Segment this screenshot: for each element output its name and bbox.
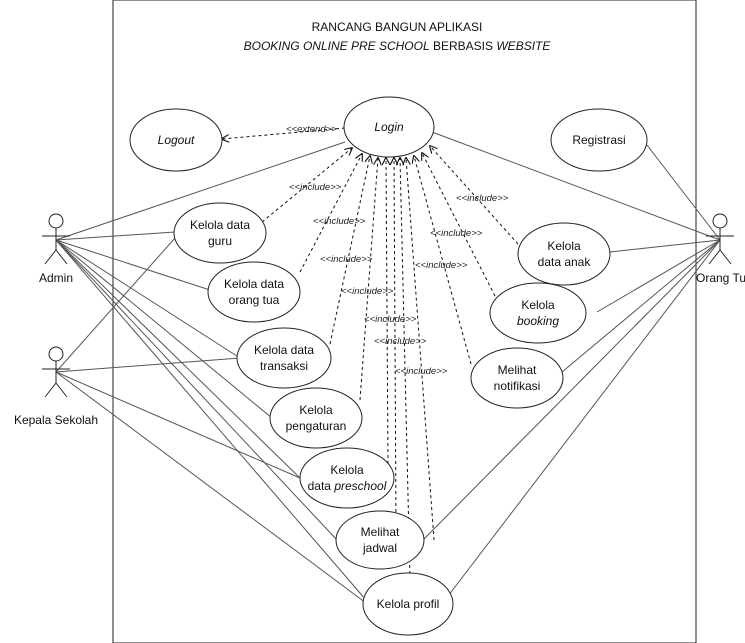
include-label: <<include>> [374, 336, 427, 347]
svg-text:Registrasi: Registrasi [572, 133, 625, 147]
svg-text:Kelola: Kelola [521, 298, 555, 312]
svg-text:Kelola data: Kelola data [254, 343, 314, 357]
include-label: <<include>> [395, 366, 448, 377]
include-label: <<include>> [289, 182, 342, 193]
actor-admin [42, 213, 70, 265]
stereotype-labels: <<extend>> <<include>> <<include>> <<inc… [286, 124, 509, 377]
use-case-kelola-booking: Kelola booking [489, 282, 587, 344]
use-case-kelola-data-transaksi: Kelola data transaksi [236, 327, 332, 389]
svg-text:guru: guru [208, 234, 232, 248]
diagram-title-line1: RANCANG BANGUN APLIKASI [312, 20, 483, 34]
svg-text:jadwal: jadwal [362, 541, 397, 555]
extend-label: <<extend>> [286, 124, 337, 135]
include-label: <<include>> [364, 314, 417, 325]
extend-arrow [222, 127, 346, 139]
svg-text:Kelola data: Kelola data [224, 277, 284, 291]
include-label: <<include>> [415, 260, 468, 271]
include-label: <<include>> [456, 193, 509, 204]
dependency-arrows [222, 127, 519, 581]
svg-text:data preschool: data preschool [308, 479, 387, 493]
include-label: <<include>> [320, 254, 373, 265]
include-arrow [329, 156, 370, 345]
system-boundary [112, 0, 697, 643]
include-label: <<include>> [341, 286, 394, 297]
svg-text:Kelola: Kelola [299, 403, 333, 417]
svg-text:pengaturan: pengaturan [286, 419, 347, 433]
actor-orang-tua-label: Orang Tu [696, 271, 745, 285]
use-case-kelola-data-guru: Kelola data guru [173, 202, 267, 264]
include-arrow [430, 146, 519, 245]
svg-text:notifikasi: notifikasi [494, 379, 541, 393]
svg-text:Kelola: Kelola [547, 239, 581, 253]
use-case-melihat-notifikasi: Melihat notifikasi [470, 347, 564, 409]
actor-admin-label: Admin [39, 271, 73, 285]
svg-text:Logout: Logout [158, 133, 195, 147]
include-label: <<include>> [313, 216, 366, 227]
svg-text:orang tua: orang tua [229, 293, 280, 307]
include-arrow [261, 148, 352, 223]
use-case-kelola-data-orang-tua: Kelola data orang tua [207, 261, 301, 323]
svg-text:Login: Login [374, 120, 404, 134]
include-arrow [422, 153, 496, 297]
svg-text:Kelola data: Kelola data [190, 218, 250, 232]
svg-text:transaksi: transaksi [260, 359, 308, 373]
actor-kepala-sekolah [42, 346, 70, 398]
use-case-melihat-jadwal: Melihat jadwal [335, 510, 425, 570]
use-case-kelola-profil: Kelola profil [362, 572, 454, 636]
use-case-kelola-pengaturan: Kelola pengaturan [269, 387, 363, 449]
use-case-kelola-data-anak: Kelola data anak [517, 222, 611, 286]
diagram-title-line2: BOOKING ONLINE PRE SCHOOL BERBASIS WEBSI… [244, 39, 552, 53]
svg-text:Melihat: Melihat [498, 363, 537, 377]
include-arrow [406, 158, 435, 541]
use-case-registrasi: Registrasi [550, 108, 648, 172]
svg-text:booking: booking [517, 314, 559, 328]
include-arrow [400, 158, 411, 581]
svg-text:Kelola profil: Kelola profil [377, 597, 440, 611]
include-label: <<include>> [430, 228, 483, 239]
include-arrow [299, 154, 362, 273]
actor-kepala-sekolah-label: Kepala Sekolah [14, 413, 98, 427]
use-case-login: Login [343, 96, 435, 158]
include-arrow [386, 158, 388, 465]
use-case-logout: Logout [129, 108, 223, 172]
use-case-kelola-data-preschool: Kelola data preschool [299, 447, 395, 509]
svg-text:Melihat: Melihat [361, 525, 400, 539]
include-arrow [394, 158, 396, 525]
include-arrow [359, 158, 378, 401]
actor-orang-tua [706, 213, 734, 265]
svg-text:data anak: data anak [538, 255, 592, 269]
associations [55, 131, 721, 604]
svg-text:Kelola: Kelola [330, 463, 364, 477]
